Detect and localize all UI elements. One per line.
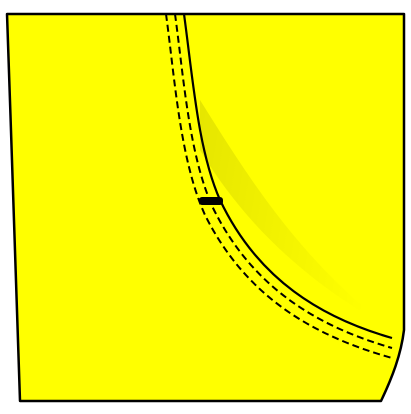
stitch-line-outer bbox=[165, 13, 393, 359]
bar-tack-mark bbox=[199, 197, 223, 205]
panel-body bbox=[5, 12, 406, 403]
stitch-line-inner bbox=[174, 13, 393, 349]
